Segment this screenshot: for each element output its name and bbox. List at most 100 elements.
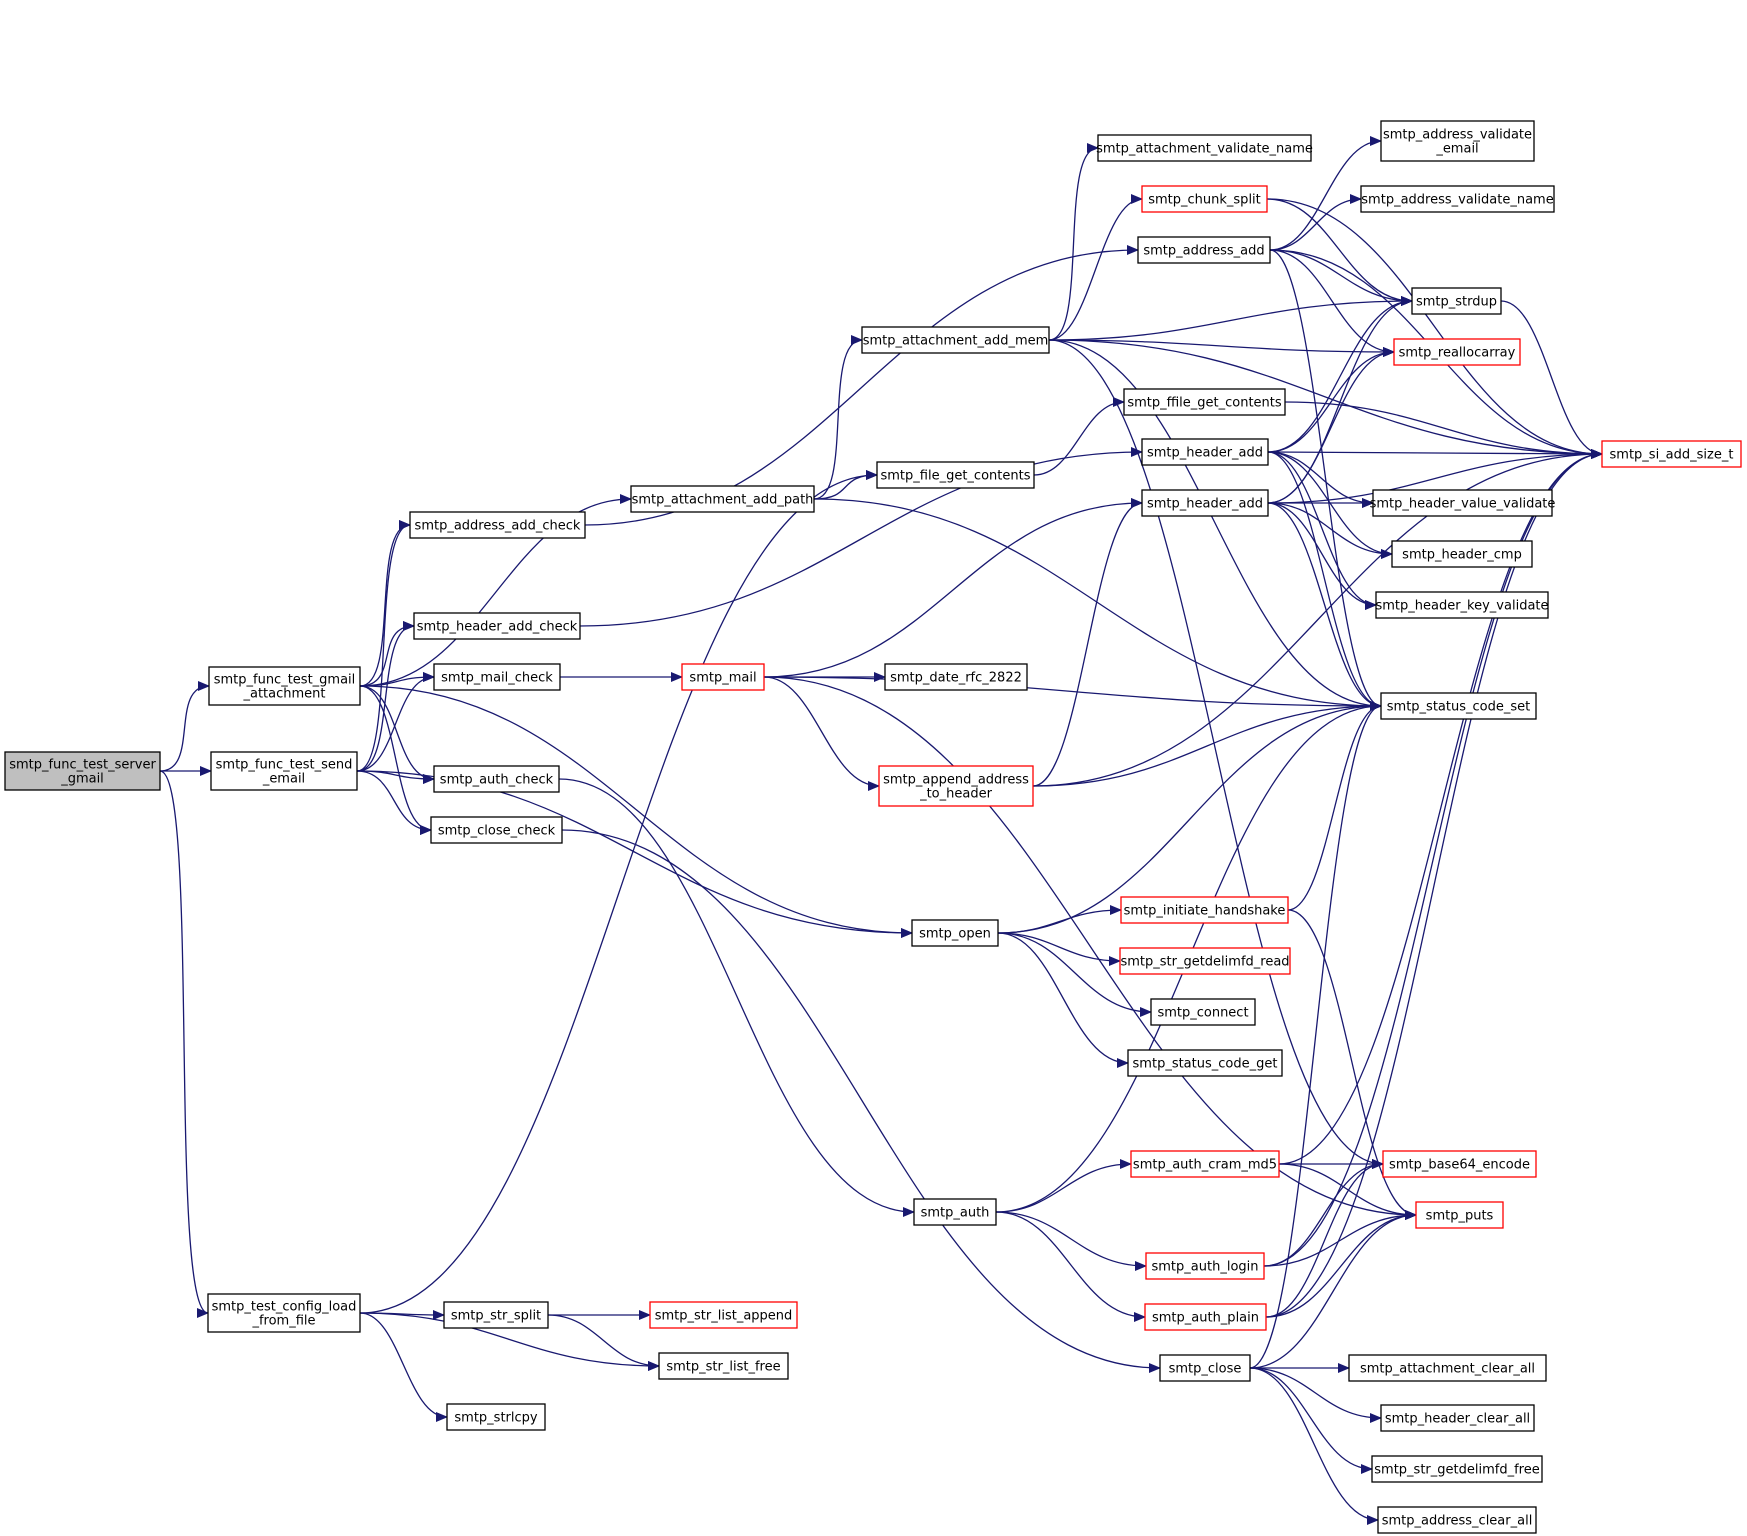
- node-label: smtp_mail: [689, 671, 756, 686]
- call-edge-address-add-to-reallocarray: [1269, 249, 1395, 357]
- call-edge-attach-add-mem-to-base64-encode: [1048, 339, 1384, 1169]
- call-edge-auth-cram-to-puts: [1278, 1163, 1417, 1220]
- call-edge-addr-add-check-to-address-add: [584, 245, 1139, 526]
- node-box: [630, 485, 815, 513]
- function-node-close-check[interactable]: smtp_close_check: [430, 816, 563, 844]
- function-node-date-rfc[interactable]: smtp_date_rfc_2822: [884, 663, 1028, 691]
- node-label: smtp_header_add: [1147, 497, 1263, 512]
- function-node-str-getdelimfd-read[interactable]: smtp_str_getdelimfd_read: [1119, 947, 1291, 975]
- function-node-hdr-add-check[interactable]: smtp_header_add_check: [413, 612, 581, 640]
- function-node-header-value-validate[interactable]: smtp_header_value_validate: [1370, 489, 1556, 517]
- node-label: _from_file: [251, 1314, 315, 1329]
- function-node-header-key-validate[interactable]: smtp_header_key_validate: [1375, 591, 1549, 619]
- call-edge-chunk-split-to-strdup: [1266, 198, 1413, 306]
- node-label: smtp_attachment_validate_name: [1096, 142, 1313, 157]
- call-edge-gmail-attach-to-addr-add-check: [359, 520, 411, 687]
- call-edge-header-add-1-to-si-add-size-t: [1267, 448, 1603, 459]
- function-node-header-add-2[interactable]: smtp_header_add: [1141, 489, 1269, 517]
- function-node-str-split[interactable]: smtp_str_split: [443, 1301, 549, 1329]
- function-node-mail-check[interactable]: smtp_mail_check: [433, 663, 561, 691]
- function-node-addr-validate-name[interactable]: smtp_address_validate_name: [1360, 185, 1555, 213]
- function-node-auth-plain[interactable]: smtp_auth_plain: [1144, 1303, 1267, 1331]
- function-node-init-handshake[interactable]: smtp_initiate_handshake: [1120, 896, 1289, 924]
- node-box: [1119, 947, 1291, 975]
- call-edge-attach-add-mem-to-reallocarray: [1048, 339, 1395, 357]
- call-edge-hdr-add-check-to-header-add-1: [579, 447, 1143, 627]
- function-node-auth[interactable]: smtp_auth: [913, 1198, 997, 1226]
- call-edge-gmail-attach-to-open: [359, 685, 913, 938]
- function-node-header-cmp[interactable]: smtp_header_cmp: [1391, 540, 1533, 568]
- function-node-attach-validate-name[interactable]: smtp_attachment_validate_name: [1096, 134, 1313, 162]
- node-label: smtp_header_clear_all: [1385, 1412, 1530, 1427]
- call-edge-mail-to-header-add-2: [763, 498, 1143, 678]
- function-node-gmail-attach[interactable]: smtp_func_test_gmail_attachment: [208, 666, 361, 706]
- node-box: [413, 612, 581, 640]
- node-label: smtp_auth_login: [1152, 1260, 1259, 1275]
- call-edge-auth-plain-to-si-add-size-t: [1265, 449, 1603, 1318]
- function-node-mail[interactable]: smtp_mail: [681, 663, 765, 691]
- node-box: [430, 816, 563, 844]
- function-node-strdup[interactable]: smtp_strdup: [1411, 287, 1502, 315]
- function-node-root[interactable]: smtp_func_test_server_gmail: [4, 751, 161, 791]
- call-edge-open-to-status-code-get: [997, 932, 1129, 1068]
- node-label: smtp_address_clear_all: [1382, 1514, 1533, 1529]
- node-box: [911, 919, 999, 947]
- node-label: smtp_auth_check: [440, 773, 554, 788]
- function-node-send-email[interactable]: smtp_func_test_send_email: [210, 751, 358, 791]
- call-edge-header-add-1-to-status-code-set: [1267, 451, 1382, 711]
- function-node-attach-add-mem[interactable]: smtp_attachment_add_mem: [861, 326, 1050, 354]
- function-node-status-code-set[interactable]: smtp_status_code_set: [1380, 692, 1537, 720]
- call-edge-close-to-address-clear-all: [1249, 1367, 1379, 1525]
- node-label: smtp_date_rfc_2822: [890, 671, 1022, 686]
- function-node-chunk-split[interactable]: smtp_chunk_split: [1141, 185, 1268, 213]
- function-node-auth-check[interactable]: smtp_auth_check: [433, 765, 560, 793]
- function-node-attach-add-path[interactable]: smtp_attachment_add_path: [630, 485, 815, 513]
- function-node-file-get-contents[interactable]: smtp_file_get_contents: [876, 461, 1035, 489]
- node-box: [210, 751, 358, 791]
- function-node-append-addr[interactable]: smtp_append_address_to_header: [878, 765, 1034, 807]
- function-node-base64-encode[interactable]: smtp_base64_encode: [1382, 1150, 1537, 1178]
- function-node-open[interactable]: smtp_open: [911, 919, 999, 947]
- function-node-str-getdelimfd-free[interactable]: smtp_str_getdelimfd_free: [1371, 1455, 1543, 1483]
- function-node-auth-cram[interactable]: smtp_auth_cram_md5: [1130, 1150, 1280, 1178]
- node-label: smtp_status_code_set: [1387, 700, 1530, 715]
- function-node-address-add[interactable]: smtp_address_add: [1137, 236, 1271, 264]
- function-node-config-load[interactable]: smtp_test_config_load_from_file: [207, 1293, 361, 1333]
- call-edge-config-load-to-file-get-contents: [359, 470, 878, 1314]
- function-node-status-code-get[interactable]: smtp_status_code_get: [1127, 1049, 1283, 1077]
- call-edge-auth-to-auth-login: [995, 1211, 1147, 1271]
- function-node-close[interactable]: smtp_close: [1159, 1354, 1251, 1382]
- function-node-addr-add-check[interactable]: smtp_address_add_check: [409, 511, 586, 539]
- function-node-header-add-1[interactable]: smtp_header_add: [1141, 438, 1269, 466]
- call-edge-auth-check-to-auth: [558, 778, 915, 1217]
- node-box: [861, 326, 1050, 354]
- function-node-auth-login[interactable]: smtp_auth_login: [1145, 1252, 1265, 1280]
- function-node-ffile-get-contents[interactable]: smtp_ffile_get_contents: [1123, 388, 1286, 416]
- node-label: smtp_attachment_add_mem: [863, 334, 1049, 349]
- node-label: smtp_str_split: [451, 1309, 541, 1324]
- call-edge-attach-add-mem-to-chunk-split: [1048, 194, 1143, 341]
- call-edge-address-add-to-addr-validate-email: [1269, 136, 1382, 251]
- node-box: [1145, 1252, 1265, 1280]
- function-node-str-list-append[interactable]: smtp_str_list_append: [649, 1301, 798, 1329]
- call-edge-gmail-attach-to-close-check: [359, 685, 432, 835]
- node-box: [1380, 1404, 1535, 1432]
- node-box: [1375, 591, 1549, 619]
- function-node-attach-clear-all[interactable]: smtp_attachment_clear_all: [1348, 1354, 1547, 1382]
- function-node-header-clear-all[interactable]: smtp_header_clear_all: [1380, 1404, 1535, 1432]
- call-edge-attach-add-path-to-file-get-contents: [813, 470, 878, 500]
- call-edge-attach-add-mem-to-si-add-size-t: [1048, 339, 1603, 459]
- function-node-address-clear-all[interactable]: smtp_address_clear_all: [1377, 1506, 1537, 1534]
- call-edge-send-email-to-hdr-add-check: [356, 621, 415, 772]
- function-node-connect[interactable]: smtp_connect: [1150, 998, 1256, 1026]
- function-node-str-list-free[interactable]: smtp_str_list_free: [658, 1352, 789, 1380]
- function-node-addr-validate-email[interactable]: smtp_address_validate_email: [1380, 120, 1535, 162]
- call-edge-gmail-attach-to-hdr-add-check: [359, 621, 415, 687]
- node-box: [1372, 489, 1553, 517]
- function-node-reallocarray[interactable]: smtp_reallocarray: [1393, 338, 1521, 366]
- node-label: smtp_auth_cram_md5: [1133, 1158, 1277, 1173]
- node-label: smtp_attachment_clear_all: [1360, 1362, 1535, 1377]
- function-node-strlcpy[interactable]: smtp_strlcpy: [446, 1403, 546, 1431]
- function-node-si-add-size-t[interactable]: smtp_si_add_size_t: [1601, 440, 1742, 468]
- function-node-puts[interactable]: smtp_puts: [1415, 1201, 1504, 1229]
